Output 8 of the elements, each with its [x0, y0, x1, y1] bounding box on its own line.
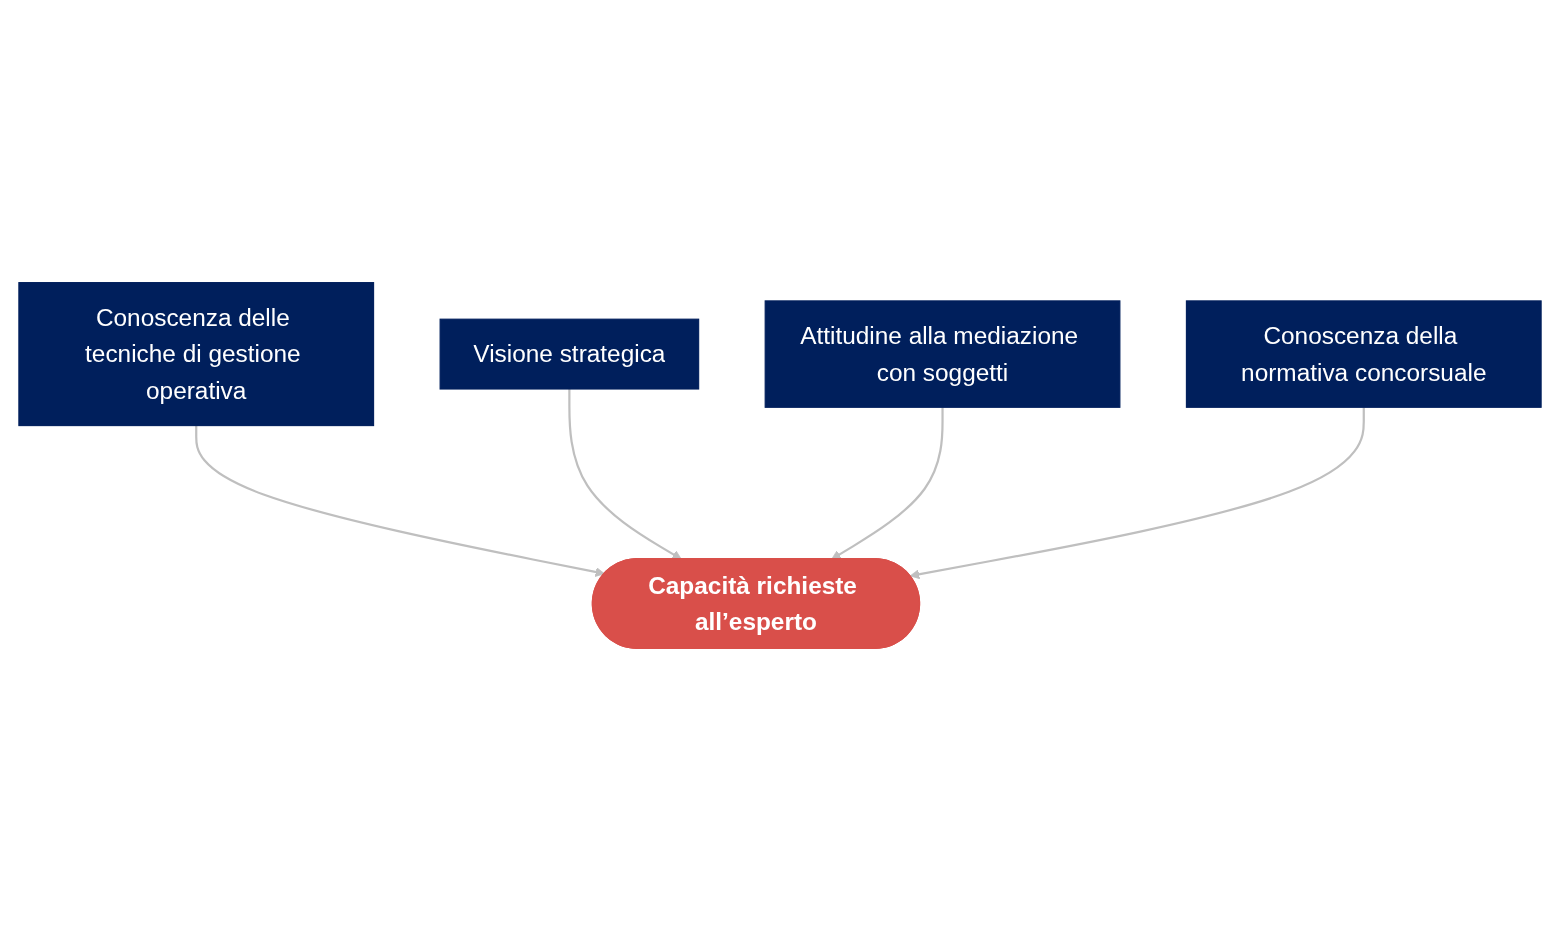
node-box: Conoscenza della normativa concorsuale: [1185, 300, 1542, 408]
arrow: [568, 389, 682, 560]
node-box: Conoscenza delle tecniche di gestione operativa: [18, 282, 375, 427]
arrow: [195, 425, 606, 577]
node-box: Attitudine alla mediazione con soggetti: [764, 300, 1121, 408]
arrow: [831, 407, 944, 560]
node-box: Visione strategica: [439, 318, 700, 390]
arrow: [909, 407, 1365, 580]
